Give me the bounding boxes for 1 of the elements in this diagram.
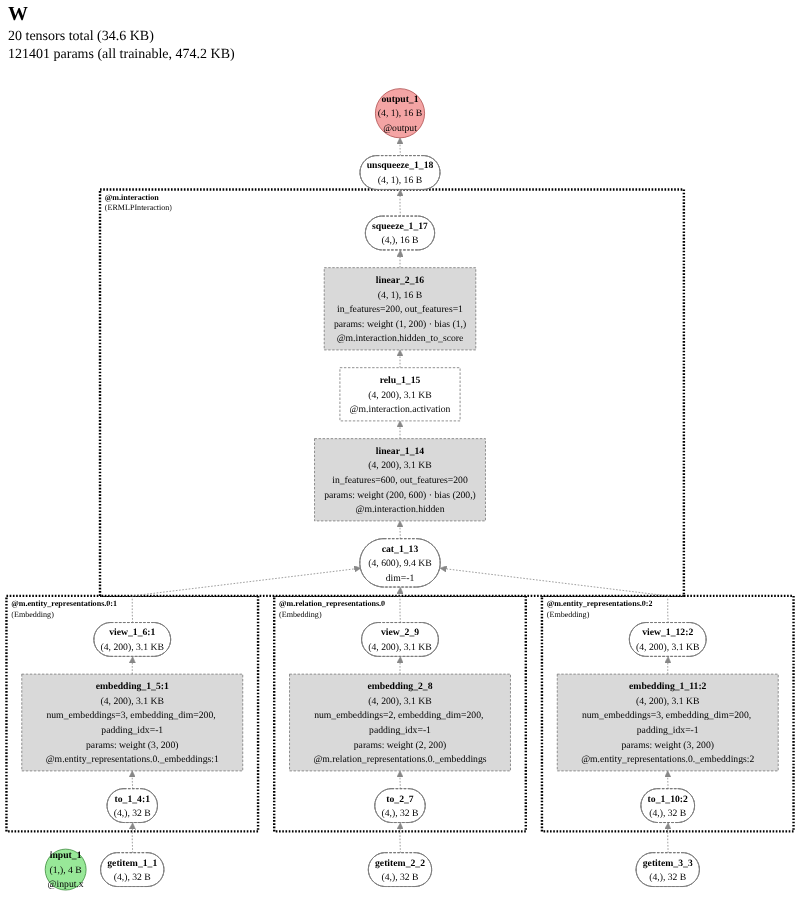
diagram-title: W: [8, 4, 28, 28]
